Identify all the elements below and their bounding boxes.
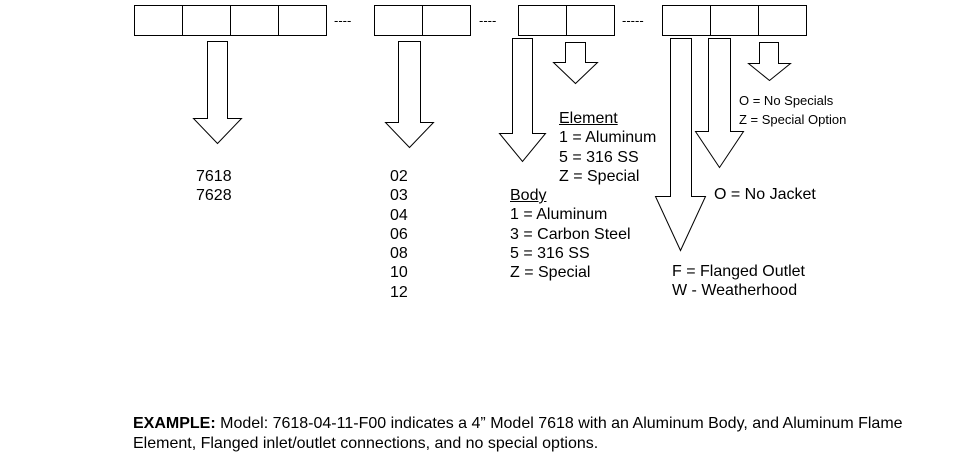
separator-dashes: ---- [479, 13, 497, 28]
element-option: 1 = Aluminum [559, 129, 657, 147]
series-values: 7618 7628 [196, 167, 232, 206]
size-arrow [384, 41, 435, 149]
body-arrow [498, 38, 547, 163]
example-label: EXAMPLE: [133, 415, 216, 432]
body-option: 5 = 316 SS [510, 244, 590, 262]
code-cell [518, 5, 567, 36]
code-cell [422, 5, 471, 36]
code-cell [758, 5, 807, 36]
size-value: 04 [390, 206, 408, 224]
element-option: 5 = 316 SS [559, 148, 639, 166]
specials-arrow [747, 42, 792, 82]
code-cell [134, 5, 183, 36]
element-legend: Element 1 = Aluminum 5 = 316 SS Z = Spec… [559, 109, 656, 186]
outlet-option: W - Weatherhood [672, 282, 798, 300]
series-arrow [192, 41, 243, 145]
jacket-arrow [694, 38, 745, 169]
body-option: 3 = Carbon Steel [510, 225, 631, 243]
code-cell [230, 5, 279, 36]
series-value: 7628 [196, 187, 232, 205]
outlet-option: F = Flanged Outlet [672, 263, 805, 280]
code-cell [278, 5, 327, 36]
outlet-arrow [654, 38, 707, 252]
code-box-group-body-element [518, 5, 615, 36]
code-cell [662, 5, 711, 36]
code-box-group-series-size [134, 5, 327, 36]
size-value: 03 [390, 187, 408, 205]
series-value: 7618 [196, 168, 232, 185]
separator-dashes: ----- [622, 13, 644, 28]
example-note: EXAMPLE: Model: 7618-04-11-F00 indicates… [133, 414, 933, 454]
code-box-group-size [374, 5, 471, 36]
element-arrow [552, 42, 599, 85]
size-value: 08 [390, 245, 408, 263]
jacket-option: O = No Jacket [714, 186, 816, 203]
size-value: 10 [390, 264, 408, 282]
element-option: Z = Special [559, 167, 640, 185]
size-values: 02 03 04 06 08 10 12 [390, 167, 408, 302]
size-value: 06 [390, 225, 408, 243]
specials-option: O = No Specials [739, 93, 834, 108]
element-heading: Element [559, 110, 618, 127]
code-cell [710, 5, 759, 36]
body-legend: Body 1 = Aluminum 3 = Carbon Steel 5 = 3… [510, 186, 631, 282]
code-cell [182, 5, 231, 36]
size-value: 12 [390, 283, 408, 301]
outlet-legend: F = Flanged Outlet W - Weatherhood [672, 262, 805, 301]
code-cell [374, 5, 423, 36]
body-option: Z = Special [510, 264, 591, 282]
size-value: 02 [390, 168, 408, 185]
body-heading: Body [510, 187, 547, 204]
separator-dashes: ---- [334, 13, 352, 28]
body-option: 1 = Aluminum [510, 206, 608, 224]
example-text: Model: 7618-04-11-F00 indicates a 4” Mod… [133, 415, 903, 452]
code-cell [566, 5, 615, 36]
specials-option: Z = Special Option [739, 112, 847, 127]
code-box-group-outlet-jacket-specials [662, 5, 807, 36]
